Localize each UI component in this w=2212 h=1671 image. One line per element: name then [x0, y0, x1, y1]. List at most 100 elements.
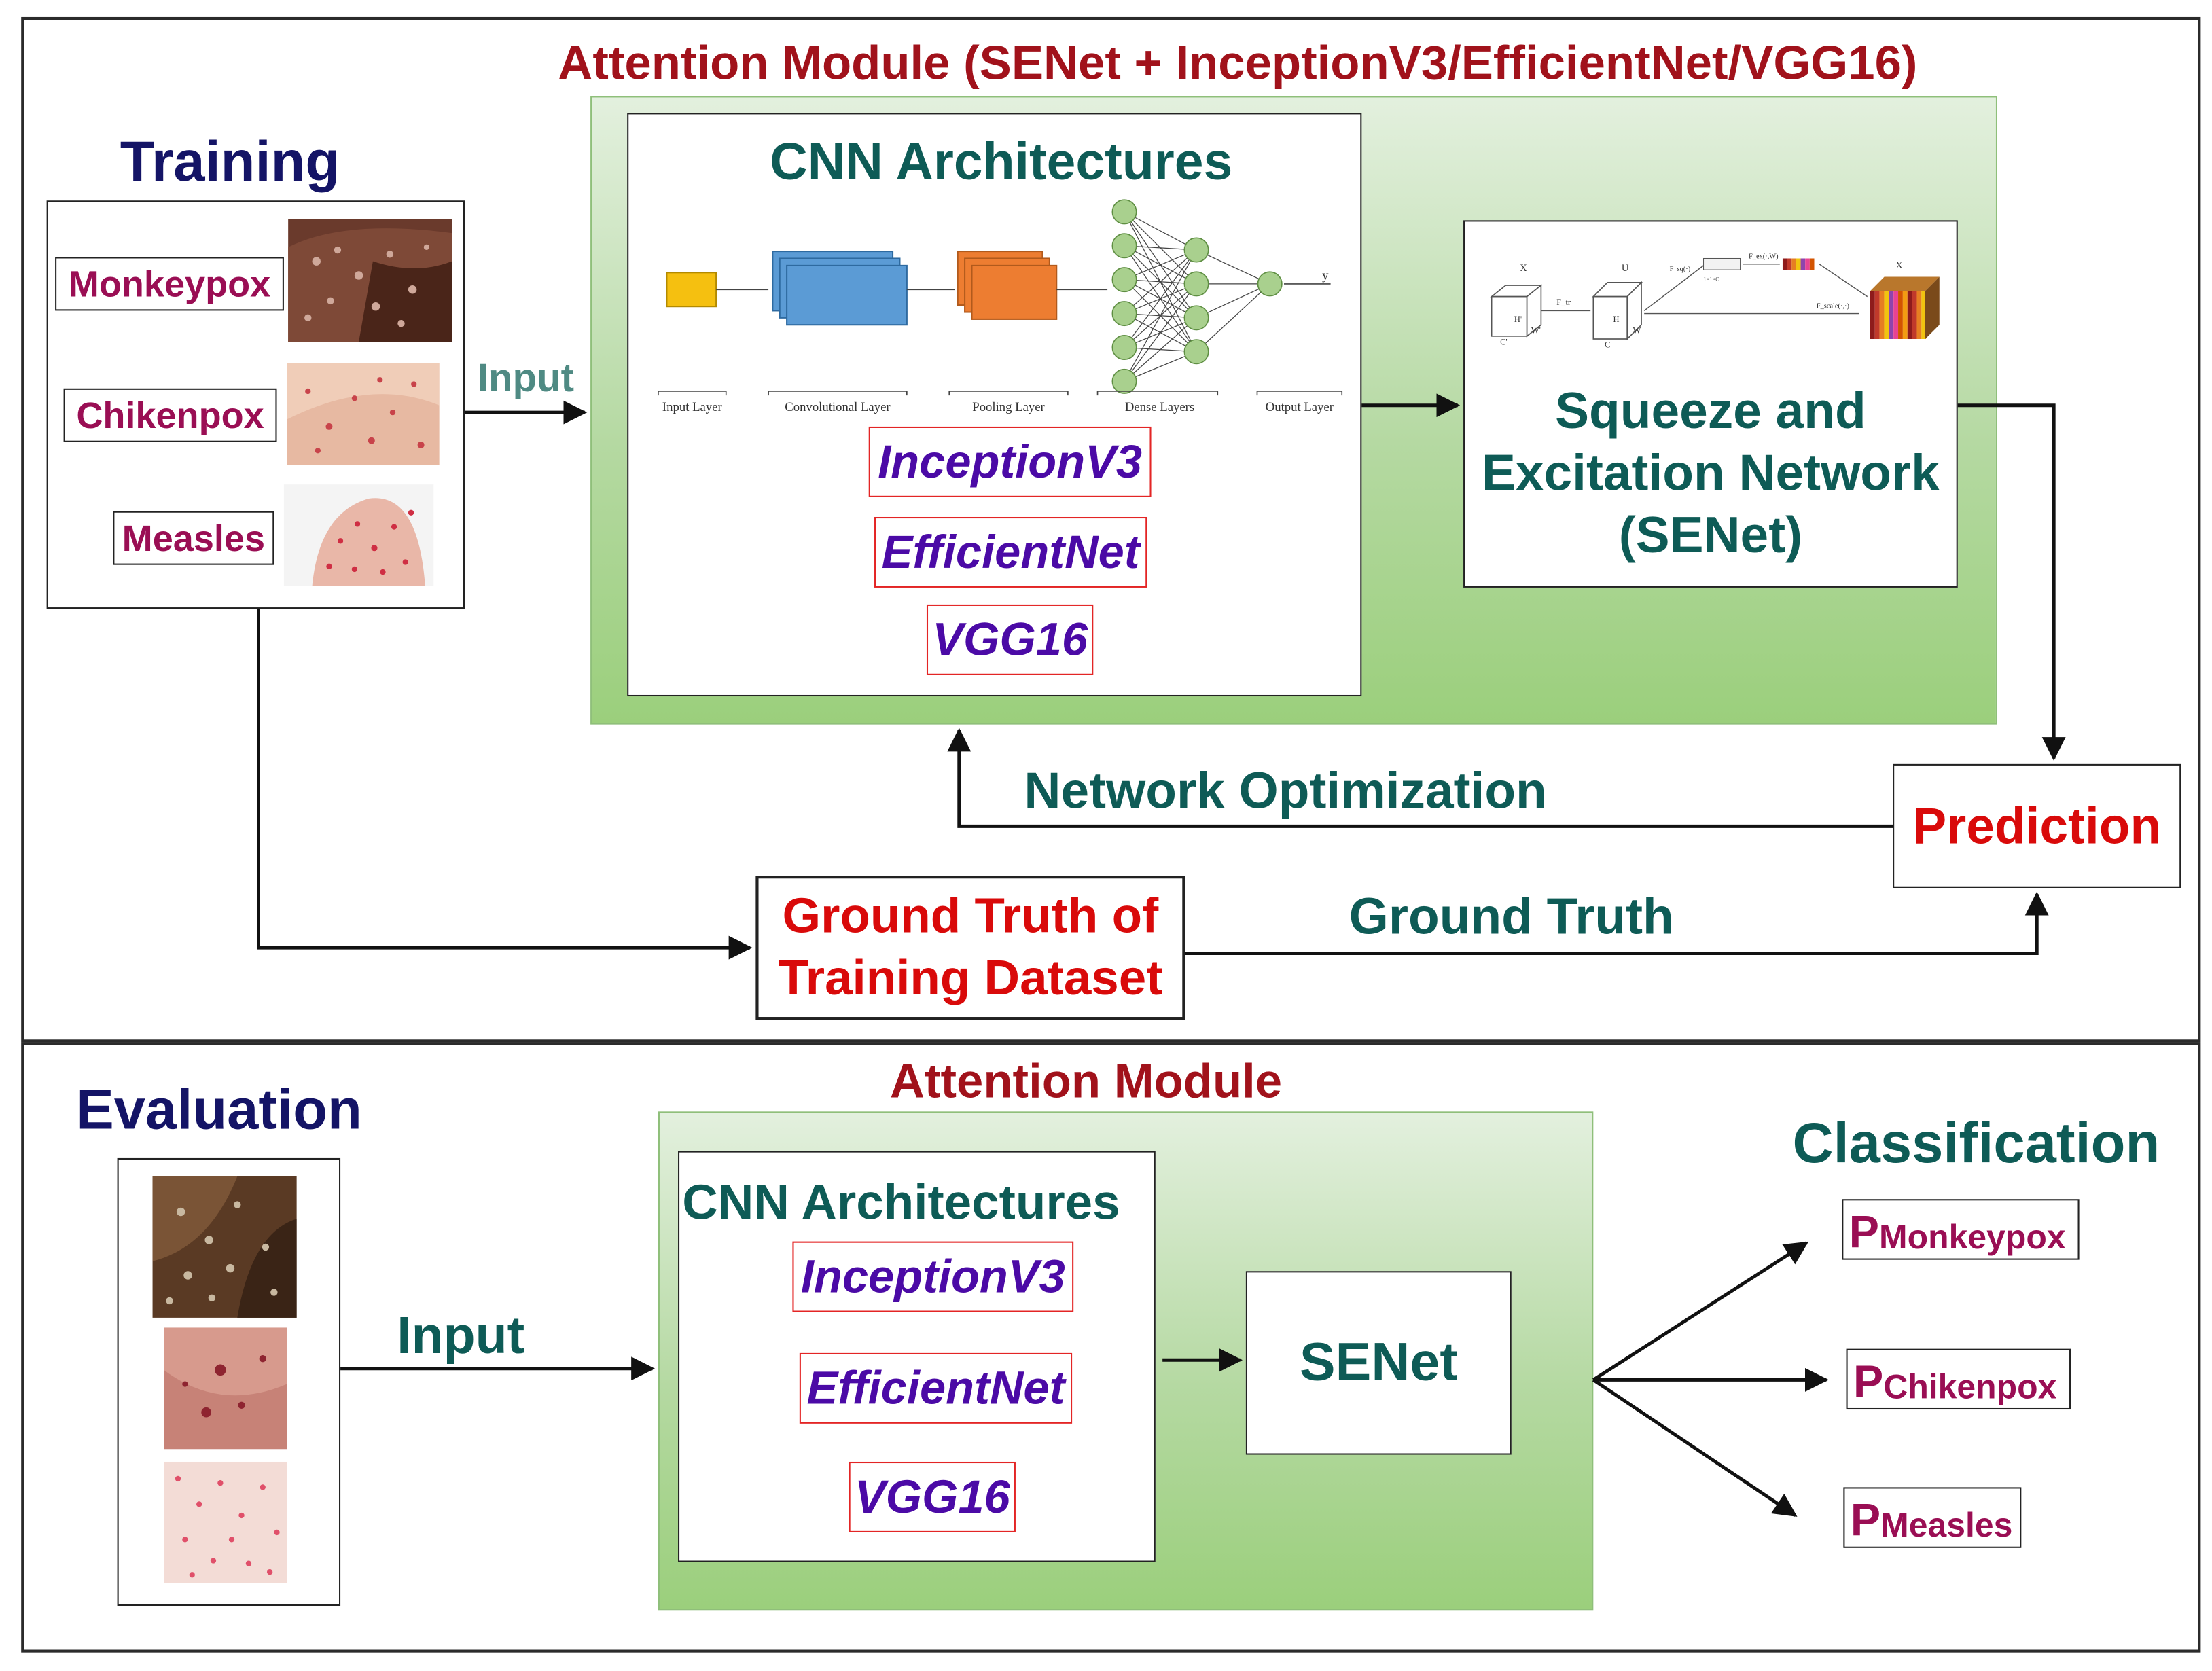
- se-bar-cell: [1796, 258, 1801, 270]
- training-cnn-title: CNN Architectures: [770, 132, 1233, 191]
- dense-node: [1111, 368, 1137, 394]
- dense-connection: [1124, 317, 1197, 382]
- evaluation-title: Evaluation: [76, 1079, 362, 1141]
- input-layer-block: [666, 272, 717, 308]
- se-cube-slice: [1921, 291, 1927, 340]
- training-senet-box: [1463, 220, 1958, 588]
- se-bar-cell: [1791, 258, 1796, 270]
- eval-photo-monkeypox: [152, 1176, 297, 1318]
- se-cube-slice: [1879, 291, 1885, 340]
- senet-title-line3: (SENet): [1618, 505, 1803, 564]
- arrow-network-optimization: [947, 727, 1893, 828]
- se-cube-slice: [1912, 291, 1917, 340]
- chikenpox-photo: [287, 363, 440, 465]
- senet-schematic: X U X H' W' C' H W C F_tr F_sq(·) 1×1×C …: [1490, 253, 1940, 349]
- output-p-chikenpox-sub: Chikenpox: [1883, 1368, 2057, 1407]
- senet-fig-fex: F_ex(·,W): [1749, 253, 1779, 260]
- se-bar-cell: [1787, 258, 1792, 270]
- dense-node: [1111, 334, 1137, 360]
- evaluation-cnn-box: [678, 1151, 1156, 1562]
- training-model-efficientnet: EfficientNet: [874, 516, 1147, 588]
- network-optimization-label: Network Optimization: [1024, 761, 1547, 819]
- evaluation-input-label: Input: [397, 1306, 525, 1365]
- cnn-layer-label-dense: Dense Layers: [1125, 400, 1194, 414]
- se-cube-slice: [1907, 291, 1912, 340]
- training-title: Training: [120, 131, 340, 194]
- evaluation-cnn-title: CNN Architectures: [682, 1174, 1120, 1230]
- output-p-measles-sub: Measles: [1880, 1507, 2013, 1545]
- training-model-vgg16: VGG16: [926, 604, 1094, 675]
- training-attention-title: Attention Module (SENet + InceptionV3/Ef…: [558, 37, 1918, 91]
- se-cube-slice: [1884, 291, 1889, 340]
- arrow-groundtruth-to-prediction: [1185, 891, 2049, 955]
- senet-fig-fsq: F_sq(·): [1670, 266, 1691, 273]
- dense-node: [1111, 267, 1137, 293]
- dense-connection: [1196, 283, 1270, 353]
- output-node: [1257, 271, 1283, 297]
- arrow-dataset-to-groundtruth: [256, 609, 753, 960]
- label-chikenpox: Chikenpox: [63, 388, 277, 442]
- ground-truth-arrow-label: Ground Truth: [1349, 886, 1674, 945]
- dense-connection: [1124, 249, 1197, 281]
- dense-node: [1111, 301, 1137, 327]
- se-bar-cell: [1800, 258, 1806, 270]
- se-cube-slice: [1874, 291, 1880, 340]
- training-cnn-box: [627, 113, 1362, 697]
- dense-node: [1111, 199, 1137, 225]
- dense-connection: [1124, 249, 1197, 315]
- output-p-measles-symbol: P: [1850, 1494, 1881, 1546]
- se-cube-slice: [1889, 291, 1894, 340]
- training-model-inceptionv3: InceptionV3: [868, 426, 1152, 497]
- cnn-schematic: y Input Layer Convolutional Layer Poolin…: [658, 199, 1343, 414]
- evaluation-attention-title: Attention Module: [889, 1055, 1283, 1109]
- arrow-senet-to-prediction: [1957, 403, 2066, 761]
- dense-node: [1183, 237, 1209, 263]
- output-p-chikenpox-symbol: P: [1853, 1356, 1884, 1407]
- senet-fig-w-prime: W': [1531, 326, 1541, 336]
- senet-title-line2: Excitation Network: [1481, 443, 1940, 502]
- dense-connection: [1124, 211, 1197, 251]
- cnn-layer-label-pool: Pooling Layer: [972, 400, 1045, 414]
- senet-title-line1: Squeeze and: [1555, 381, 1866, 439]
- senet-fig-1x1xc: 1×1×C: [1704, 276, 1720, 283]
- ground-truth-line1: Ground Truth of: [782, 888, 1159, 944]
- se-bar-cell: [1809, 258, 1815, 270]
- senet-fig-h: H: [1613, 315, 1619, 324]
- dense-connection: [1124, 351, 1197, 382]
- evaluation-model-efficientnet: EfficientNet: [799, 1352, 1073, 1424]
- output-p-monkeypox-symbol: P: [1849, 1206, 1880, 1257]
- label-measles: Measles: [113, 511, 274, 565]
- dense-node: [1111, 233, 1137, 259]
- evaluation-senet-box: [1245, 1271, 1512, 1455]
- dense-connection: [1124, 283, 1197, 382]
- eval-photo-measles: [164, 1461, 287, 1583]
- arrow-output-measles: [1592, 1378, 1798, 1517]
- se-cube-slice: [1893, 291, 1899, 340]
- evaluation-panel: [21, 1042, 2201, 1653]
- se-cube-slice: [1902, 291, 1908, 340]
- senet-fig-c: C: [1605, 340, 1610, 349]
- dense-node: [1183, 271, 1209, 297]
- evaluation-model-inceptionv3: InceptionV3: [792, 1241, 1074, 1312]
- cnn-layer-label-input: Input Layer: [662, 400, 723, 414]
- dense-node: [1183, 339, 1209, 365]
- prediction-label: Prediction: [1912, 796, 2162, 855]
- se-bar-cell: [1782, 258, 1787, 270]
- label-monkeypox: Monkeypox: [55, 257, 284, 311]
- evaluation-model-vgg16: VGG16: [849, 1461, 1016, 1532]
- dense-connection: [1196, 249, 1270, 285]
- classification-title: Classification: [1792, 1113, 2160, 1175]
- senet-fig-u: U: [1622, 263, 1629, 274]
- dense-node: [1183, 305, 1209, 331]
- se-cube-top: [1870, 276, 1940, 291]
- evaluation-senet-label: SENet: [1299, 1333, 1458, 1393]
- se-cube-slice: [1916, 291, 1922, 340]
- senet-fig-c-prime: C': [1500, 337, 1508, 346]
- pool-layer-block: [957, 251, 1058, 320]
- ground-truth-line2: Training Dataset: [778, 950, 1163, 1006]
- se-cube-side: [1925, 276, 1940, 340]
- dense-connection: [1196, 283, 1270, 319]
